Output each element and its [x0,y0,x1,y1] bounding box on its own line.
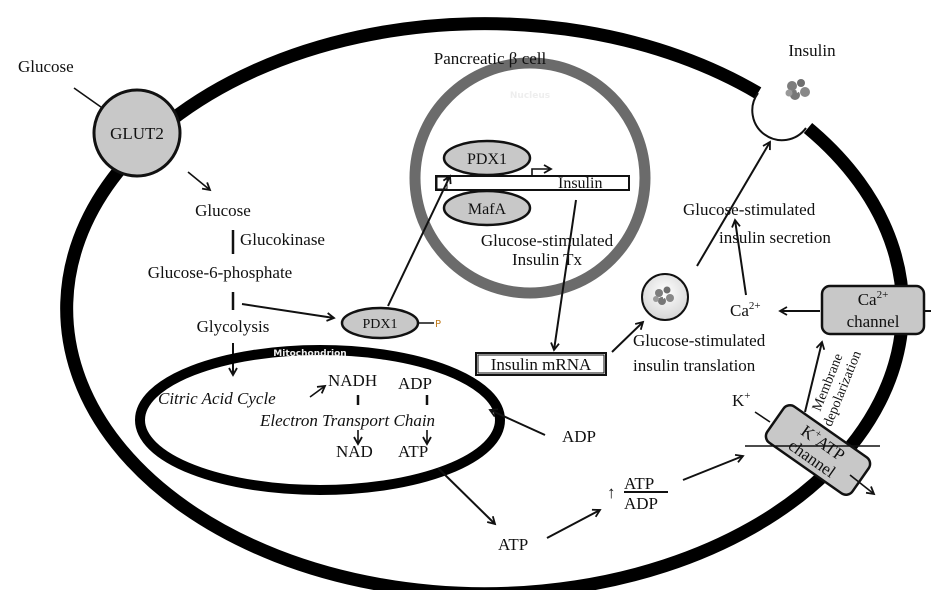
atp-export-arrow [437,467,497,526]
nadh-label: NADH [328,371,377,390]
adp-import-arrow [488,408,546,436]
potassium-ion-label: K+ [732,390,751,410]
ratio-denominator: ADP [624,494,658,513]
tca-to-nadh-arrow [309,384,327,398]
mitochondrion-label: Mitochondrion [273,349,346,359]
mito-atp-label: ATP [398,442,428,461]
svg-text:Ca2+: Ca2+ [858,289,889,309]
glycolysis-label: Glycolysis [197,317,270,336]
nucleus: Nucleus [409,57,651,299]
ratio-to-katp-arrow [682,453,745,481]
phospho-pdx1: PDX1 P [340,306,441,340]
gene-to-mrna-arrow [550,199,577,352]
svg-text:channel: channel [847,312,900,331]
insulin-gene-label: Insulin [558,175,602,192]
g6p-to-pdx1-arrow [241,303,336,322]
svg-text:GLUT2: GLUT2 [110,124,164,143]
depolarization-label: Membrane depolarization [810,349,865,429]
calcium-channel: Ca2+ channel [820,284,931,336]
secretion-caption-1: Glucose-stimulated [683,200,816,219]
cell-membrane [60,17,910,590]
ratio-numerator: ATP [624,474,654,493]
granule-to-membrane-arrow [696,140,771,267]
cell-title: Pancreatic β cell [434,49,547,68]
k-out-arrow [849,474,876,496]
svg-text:PDX1: PDX1 [467,151,507,168]
glucose-6-phosphate: Glucose-6-phosphate [148,263,292,282]
transcription-caption-1: Glucose-stimulated [481,231,614,250]
secretion-caption-2: insulin secretion [719,228,831,247]
cytoplasm-atp: ATP [498,535,528,554]
translation-caption-1: Glucose-stimulated [633,331,766,350]
mitochondrion: Mitochondrion [135,345,505,495]
k-efflux-line [754,411,771,423]
glut2-transporter: GLUT2 [92,88,182,178]
cytoplasm-adp: ADP [562,427,596,446]
pathway-glucose: Glucose [195,201,251,220]
calcium-to-secretion-arrow [731,218,747,296]
pdx1-to-nucleus-arrow [387,174,452,307]
extracellular-glucose: Glucose [18,57,74,76]
translation-caption-2: insulin translation [633,356,756,375]
ratio-increase-arrow: ↑ [607,483,616,502]
transcription-caption-2: Insulin Tx [512,250,583,269]
glut2-out-arrow [187,171,212,192]
electron-transport-chain: Electron Transport Chain [259,411,435,430]
nucleus-label: Nucleus [510,91,550,101]
insulin-granule [641,273,689,321]
calcium-ion-label: Ca2+ [730,300,761,320]
exocytosis-pocket [751,92,807,142]
depolarization-arrow [804,340,826,413]
svg-text:MafA: MafA [468,201,507,218]
nucleus-mafa: MafA [442,189,532,227]
secreted-insulin-label: Insulin [788,41,836,60]
mrna-to-granule-arrow [611,320,645,353]
granule-insulin-icon [653,286,674,305]
insulin-molecule-icon [785,79,810,100]
phosphate-label: P [435,319,441,330]
nucleus-pdx1: PDX1 [442,139,532,177]
nad-label: NAD [336,442,373,461]
transcription-start-arrow [531,164,553,176]
mito-adp-label: ADP [398,374,432,393]
insulin-mrna: Insulin mRNA [475,352,607,376]
glucokinase-label: Glucokinase [240,230,325,249]
svg-text:PDX1: PDX1 [362,317,397,332]
citric-acid-cycle: Citric Acid Cycle [158,389,276,408]
svg-text:Insulin mRNA: Insulin mRNA [491,355,592,374]
atp-to-ratio-arrow [546,508,602,539]
